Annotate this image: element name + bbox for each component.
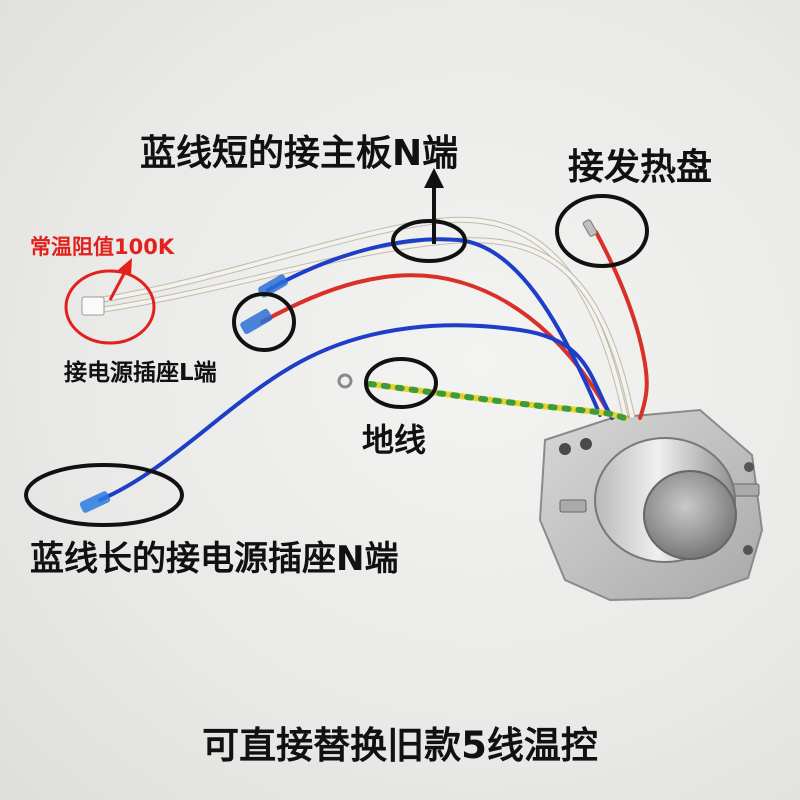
annotation-marks: [24, 194, 649, 527]
sensor-connector: [81, 296, 105, 316]
arrow-red-icon: [108, 269, 128, 301]
label-room-temp-resistance: 常温阻值100K: [30, 235, 175, 259]
mark-heater: [555, 194, 649, 268]
label-socket-l: 接电源插座L端: [64, 360, 217, 386]
mounting-hole: [580, 438, 592, 450]
label-heater-plate: 接发热盘: [568, 147, 713, 188]
mounting-hole: [743, 545, 753, 555]
label-blue-short-to-mainboard-n: 蓝线短的接主板N端: [140, 133, 459, 174]
label-blue-long-to-socket-n: 蓝线长的接电源插座N端: [30, 539, 399, 579]
heater-terminal: [582, 219, 598, 237]
mark-blue-long: [24, 463, 184, 527]
terminal-blue-short: [258, 274, 288, 298]
mark-resistance: [64, 269, 156, 345]
mounting-hole: [744, 462, 754, 472]
terminal-blue-long: [79, 491, 111, 513]
mark-power-l: [232, 292, 296, 352]
caption-direct-replacement: 可直接替换旧款5线温控: [202, 724, 598, 767]
thermostat-body: [538, 408, 764, 602]
ground-wire: [367, 381, 628, 421]
blue-wires: [98, 237, 614, 502]
mark-ground: [364, 357, 438, 409]
mounting-hole: [559, 443, 571, 455]
label-ground-wire: 地线: [362, 421, 427, 459]
terminal-red: [240, 308, 273, 334]
sensor-cap: [643, 470, 737, 560]
annotation-arrows: [108, 168, 444, 301]
ground-ring-terminal: [337, 373, 353, 389]
mark-blue-short: [391, 219, 467, 263]
